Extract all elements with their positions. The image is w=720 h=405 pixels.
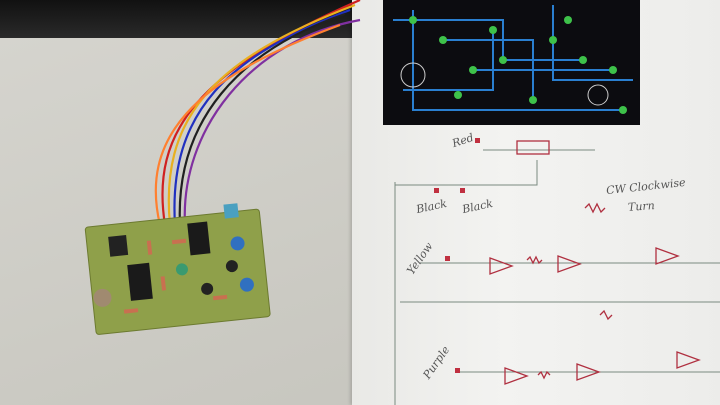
wire-bundle xyxy=(154,0,361,226)
pcb-board xyxy=(84,203,271,335)
pcb-layout-drawing xyxy=(393,5,633,114)
pcb-layout-printout xyxy=(383,0,640,125)
